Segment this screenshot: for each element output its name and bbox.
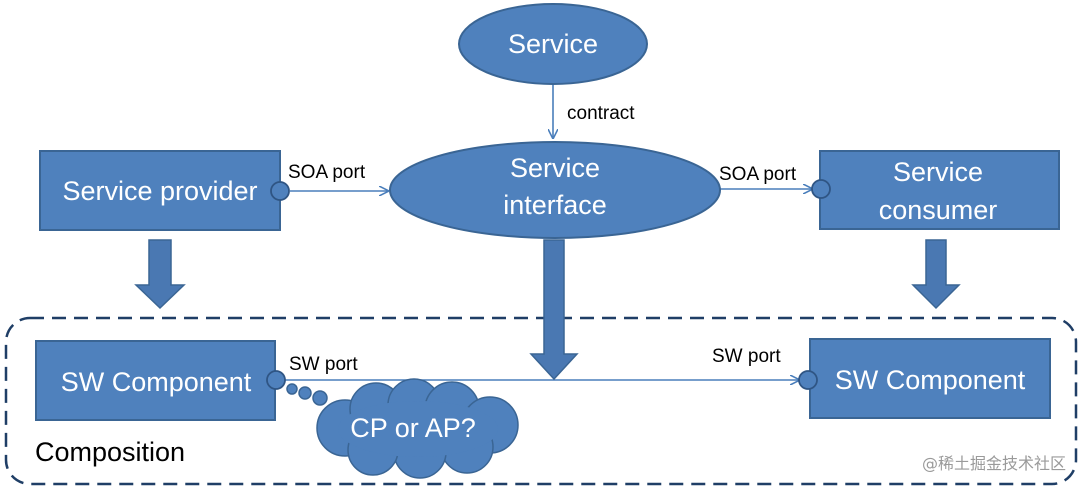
service-node bbox=[458, 3, 648, 85]
composition-boundary bbox=[4, 316, 1078, 486]
watermark: @稀土掘金技术社区 bbox=[922, 454, 1066, 473]
sw-port-left bbox=[266, 370, 286, 390]
contract-label: contract bbox=[567, 103, 635, 124]
cloud-node bbox=[316, 378, 519, 479]
interface-down-arrow bbox=[529, 239, 579, 381]
sw-port-left-label: SW port bbox=[289, 354, 358, 375]
service-label: Service bbox=[508, 29, 598, 59]
cloud-trail-dot-1 bbox=[286, 383, 298, 395]
provider-soa-port bbox=[270, 181, 290, 201]
consumer-down-arrow bbox=[911, 239, 961, 310]
sw-port-right bbox=[798, 370, 818, 390]
sw-port-right-label: SW port bbox=[712, 346, 781, 367]
cloud-trail-dot-3 bbox=[312, 390, 328, 406]
consumer-soa-port bbox=[811, 179, 831, 199]
cloud-trail-dot-2 bbox=[298, 386, 312, 400]
composition-label: Composition bbox=[35, 437, 185, 467]
service-consumer-label-line1: Service bbox=[893, 157, 983, 187]
service-provider-node bbox=[39, 150, 281, 231]
soa-port-right-label: SOA port bbox=[719, 164, 797, 185]
sw-component-right-label: SW Component bbox=[835, 365, 1026, 395]
cloud-label: CP or AP? bbox=[350, 413, 476, 443]
sw-component-left-label: SW Component bbox=[61, 367, 252, 397]
service-provider-label: Service provider bbox=[62, 176, 257, 206]
sw-component-right-node bbox=[809, 338, 1051, 419]
service-consumer-node bbox=[819, 150, 1060, 230]
service-interface-node bbox=[389, 141, 721, 239]
service-interface-label-line1: Service bbox=[510, 153, 600, 183]
provider-down-arrow bbox=[134, 239, 186, 310]
service-consumer-label-line2: consumer bbox=[879, 195, 998, 225]
soa-port-left-label: SOA port bbox=[288, 162, 366, 183]
service-interface-label-line2: interface bbox=[503, 190, 607, 220]
